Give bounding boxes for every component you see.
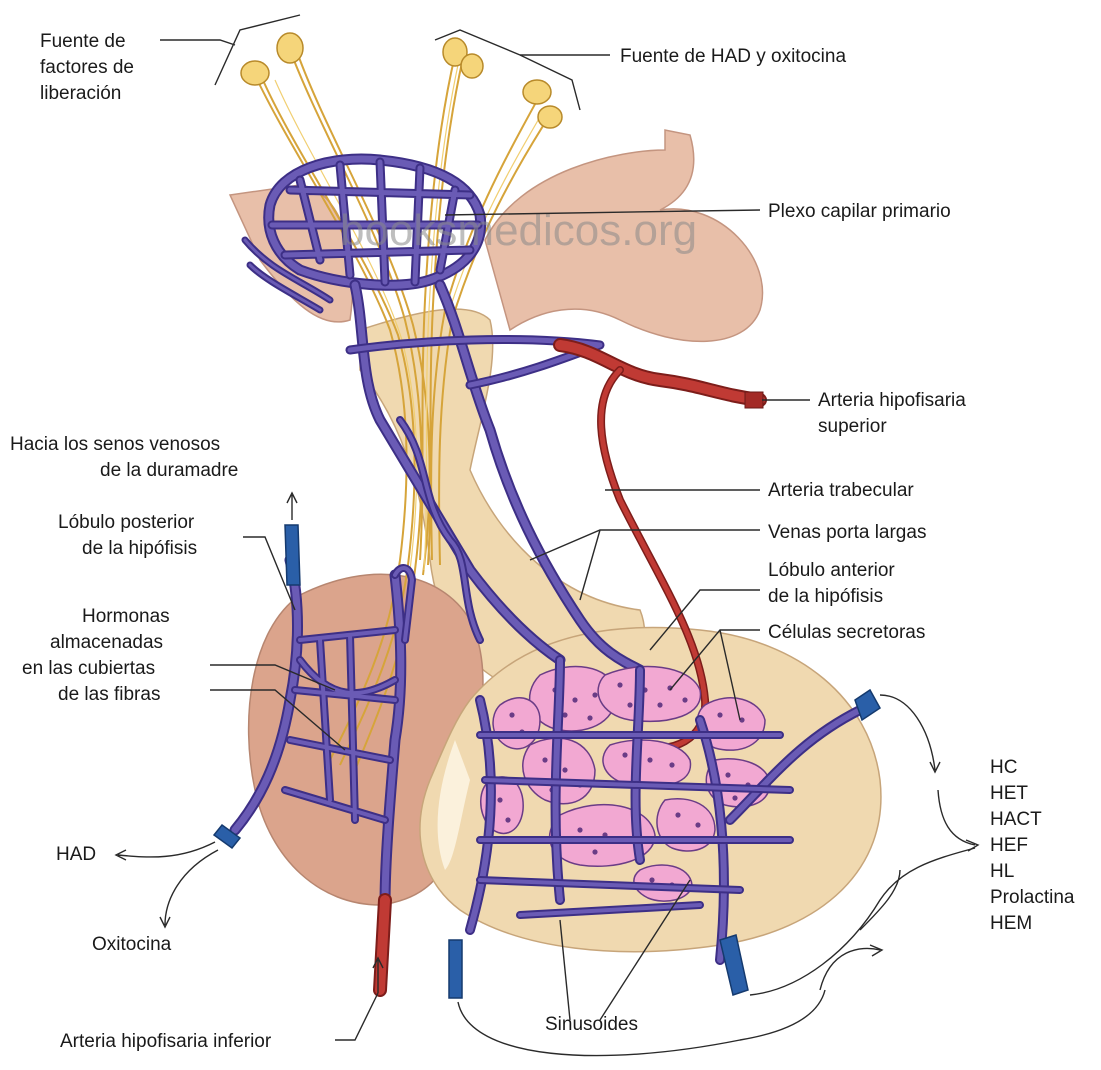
cell-nucleus bbox=[675, 812, 680, 817]
hormone-hc: HC bbox=[990, 757, 1017, 778]
cell-nucleus bbox=[725, 772, 730, 777]
label-lobulo-ant-2: de la hipófisis bbox=[768, 586, 883, 607]
cell-nucleus bbox=[592, 692, 597, 697]
cell-nucleus bbox=[622, 752, 627, 757]
label-sinusoides: Sinusoides bbox=[545, 1014, 638, 1035]
label-lobulo-post-2: de la hipófisis bbox=[82, 538, 197, 559]
superior-artery-stump bbox=[745, 392, 763, 408]
label-plexo: Plexo capilar primario bbox=[768, 201, 951, 222]
label-fuente-factores-2: factores de bbox=[40, 57, 134, 78]
hormone-prolactina: Prolactina bbox=[990, 887, 1075, 908]
label-hacia-senos-1: Hacia los senos venosos bbox=[10, 434, 220, 455]
cell-nucleus bbox=[627, 702, 632, 707]
label-arteria-sup-1: Arteria hipofisaria bbox=[818, 390, 966, 411]
cell-nucleus bbox=[695, 822, 700, 827]
hormone-hact: HACT bbox=[990, 809, 1042, 830]
label-venas-porta: Venas porta largas bbox=[768, 522, 926, 543]
label-arteria-inf: Arteria hipofisaria inferior bbox=[60, 1031, 272, 1052]
label-hormonas-2: almacenadas bbox=[50, 632, 163, 653]
cell-nucleus bbox=[617, 682, 622, 687]
cell-nucleus bbox=[732, 795, 737, 800]
cell-nucleus bbox=[497, 797, 502, 802]
cell-nucleus bbox=[657, 702, 662, 707]
label-arteria-trab: Arteria trabecular bbox=[768, 480, 914, 501]
label-fuente-factores-1: Fuente de bbox=[40, 31, 126, 52]
cell-nucleus bbox=[647, 757, 652, 762]
cell-nucleus bbox=[717, 712, 722, 717]
label-fuente-factores-3: liberación bbox=[40, 83, 121, 104]
cell-nucleus bbox=[572, 697, 577, 702]
label-oxitocina: Oxitocina bbox=[92, 934, 172, 955]
label-fuente-had: Fuente de HAD y oxitocina bbox=[620, 46, 846, 67]
cell-nucleus bbox=[542, 757, 547, 762]
hormone-het: HET bbox=[990, 783, 1028, 804]
cell-nucleus bbox=[509, 712, 514, 717]
cell-nucleus bbox=[649, 877, 654, 882]
cell-nucleus bbox=[562, 767, 567, 772]
cell-nucleus bbox=[587, 715, 592, 720]
cell-nucleus bbox=[592, 849, 597, 854]
label-celulas: Células secretoras bbox=[768, 622, 925, 643]
cell-nucleus bbox=[505, 817, 510, 822]
label-hacia-senos-2: de la duramadre bbox=[100, 460, 238, 481]
label-arteria-sup-2: superior bbox=[818, 416, 887, 437]
hormone-hem: HEM bbox=[990, 913, 1032, 934]
cell-nucleus bbox=[577, 827, 582, 832]
hormone-hef: HEF bbox=[990, 835, 1028, 856]
cell-nucleus bbox=[682, 697, 687, 702]
hormone-hl: HL bbox=[990, 861, 1014, 882]
label-hormonas-1: Hormonas bbox=[82, 606, 170, 627]
label-lobulo-post-1: Lóbulo posterior bbox=[58, 512, 195, 533]
label-lobulo-ant-1: Lóbulo anterior bbox=[768, 560, 895, 581]
neuron-bodies bbox=[241, 33, 562, 128]
label-hormonas-3: en las cubiertas bbox=[22, 658, 155, 679]
cell-nucleus bbox=[669, 762, 674, 767]
label-hormonas-4: de las fibras bbox=[58, 684, 160, 705]
label-had: HAD bbox=[56, 844, 96, 865]
